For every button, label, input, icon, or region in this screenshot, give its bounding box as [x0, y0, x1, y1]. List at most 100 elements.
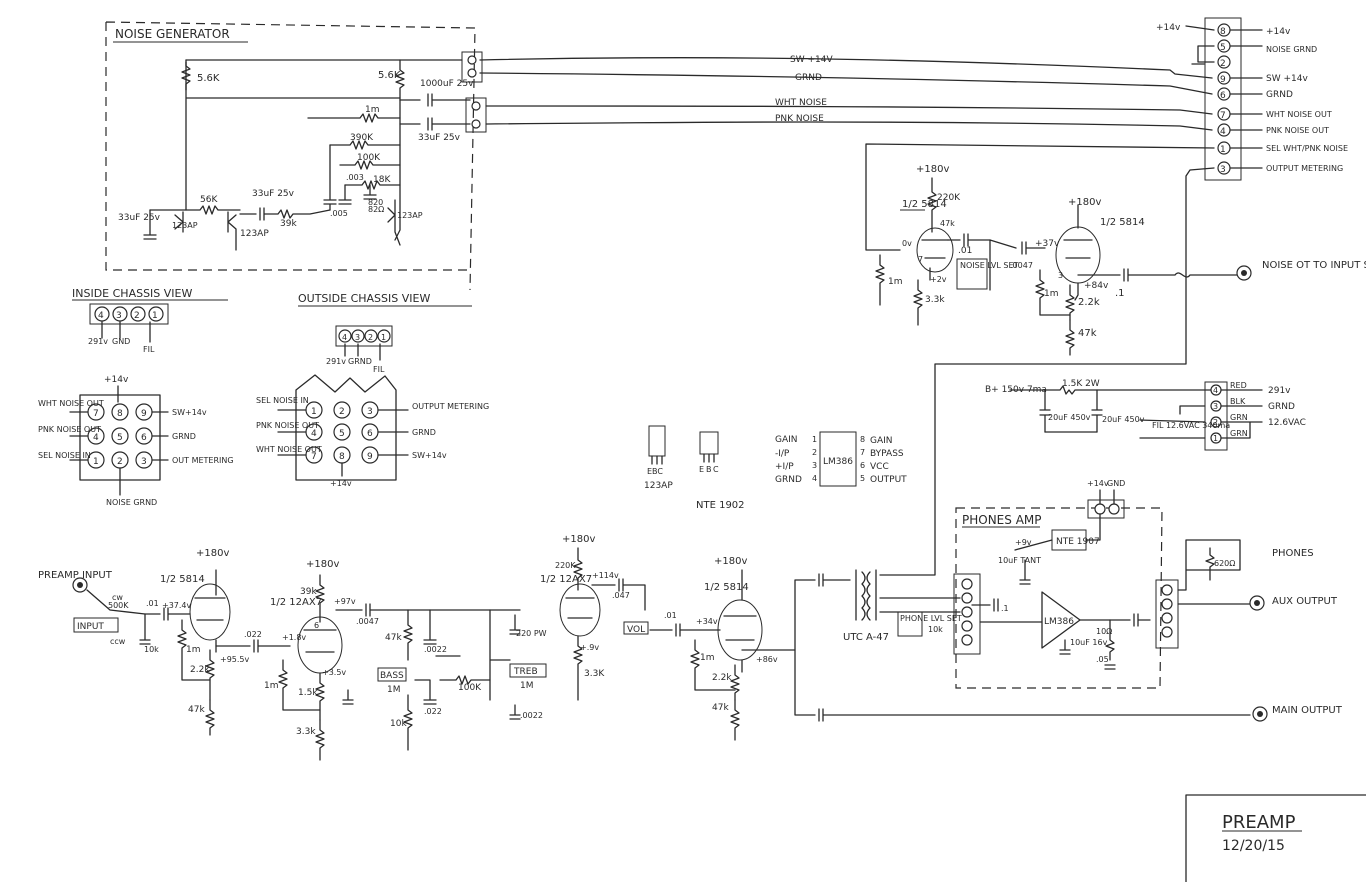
svg-text:+14v: +14v	[1087, 479, 1109, 488]
svg-text:8: 8	[339, 452, 345, 462]
svg-text:+1.8v: +1.8v	[282, 633, 306, 642]
svg-text:6: 6	[314, 621, 319, 630]
svg-text:+180v: +180v	[714, 556, 747, 567]
volume-pot[interactable]	[623, 621, 649, 635]
svg-text:9: 9	[141, 409, 147, 419]
svg-text:4: 4	[342, 333, 347, 342]
svg-text:.01: .01	[958, 246, 972, 256]
svg-text:+34v: +34v	[696, 617, 718, 626]
svg-text:1.5K 2W: 1.5K 2W	[1062, 379, 1100, 389]
input-pot[interactable]	[73, 617, 119, 633]
svg-text:6: 6	[367, 429, 373, 439]
svg-text:+180v: +180v	[916, 164, 949, 175]
power-section: B+ 150v 7ma 1.5K 2W 20uF 450v 20uF 450v …	[985, 379, 1306, 451]
svg-text:PNK NOISE OUT: PNK NOISE OUT	[38, 425, 101, 434]
svg-text:1: 1	[381, 333, 386, 342]
svg-text:3: 3	[116, 311, 122, 321]
svg-text:9: 9	[1220, 75, 1226, 85]
svg-text:33uF 25v: 33uF 25v	[252, 189, 295, 199]
svg-text:AUX OUTPUT: AUX OUTPUT	[1272, 596, 1338, 607]
svg-text:+.9v: +.9v	[580, 643, 599, 652]
svg-text:NOISE OT TO INPUT SEL POS 11: NOISE OT TO INPUT SEL POS 11	[1262, 260, 1366, 271]
svg-text:GRND: GRND	[1268, 402, 1295, 412]
svg-text:82Ω: 82Ω	[368, 205, 384, 214]
svg-text:291v: 291v	[88, 337, 108, 346]
svg-text:33uF 25v: 33uF 25v	[418, 133, 461, 143]
svg-text:WHT NOISE: WHT NOISE	[775, 98, 827, 108]
svg-text:4: 4	[1213, 386, 1218, 395]
svg-text:2: 2	[117, 457, 123, 467]
svg-text:56K: 56K	[200, 195, 218, 205]
svg-text:-I/P: -I/P	[775, 449, 790, 459]
svg-text:UTC A-47: UTC A-47	[843, 632, 889, 643]
preamp-chain: PREAMP INPUT INPUT 500K cw ccw .01 10k 1…	[38, 534, 1343, 761]
svg-text:2: 2	[1213, 418, 1218, 427]
svg-text:390K: 390K	[350, 133, 374, 143]
svg-text:4: 4	[812, 474, 817, 483]
svg-text:2.2k: 2.2k	[190, 665, 210, 675]
svg-text:2: 2	[134, 311, 140, 321]
svg-text:123AP: 123AP	[240, 229, 269, 239]
svg-text:.022: .022	[424, 707, 442, 716]
inside-chassis-view: INSIDE CHASSIS VIEW 4 3 2 1 291v GND FIL	[72, 287, 228, 354]
svg-text:47k: 47k	[1078, 328, 1097, 339]
noise-lvl-set-pot[interactable]	[956, 258, 988, 290]
svg-text:2: 2	[339, 407, 345, 417]
svg-text:7: 7	[1220, 111, 1226, 121]
svg-text:GAIN: GAIN	[775, 435, 798, 445]
svg-text:1: 1	[93, 457, 99, 467]
svg-text:.0047: .0047	[356, 617, 379, 626]
svg-text:+95.5v: +95.5v	[220, 655, 250, 664]
svg-text:1/2 12AX7: 1/2 12AX7	[270, 597, 322, 608]
treble-pot[interactable]	[509, 663, 547, 678]
svg-text:+2v: +2v	[930, 275, 947, 284]
svg-text:1M: 1M	[387, 685, 401, 695]
svg-text:SEL NOISE IN: SEL NOISE IN	[38, 451, 91, 460]
svg-text:VOL: VOL	[627, 625, 645, 635]
svg-text:OUTPUT: OUTPUT	[870, 475, 907, 485]
svg-text:MAIN OUTPUT: MAIN OUTPUT	[1272, 705, 1343, 716]
svg-text:20uF 450v: 20uF 450v	[1048, 413, 1091, 422]
svg-text:LM386: LM386	[1044, 617, 1074, 627]
svg-text:BASS: BASS	[380, 671, 404, 681]
svg-text:100K: 100K	[357, 153, 381, 163]
svg-text:+86v: +86v	[756, 655, 778, 664]
svg-text:BYPASS: BYPASS	[870, 449, 904, 459]
noise-amp: 1/2 5814 1/2 5814 +180v +180v 220K 47k 0…	[875, 164, 1366, 356]
transistor-pinouts: EBC 123AP E B C NTE 1902	[644, 425, 745, 511]
svg-text:7: 7	[311, 452, 317, 462]
phone-lvl-set-pot[interactable]	[897, 611, 923, 637]
svg-text:4: 4	[93, 433, 99, 443]
svg-text:5: 5	[339, 429, 345, 439]
svg-text:123AP: 123AP	[397, 211, 423, 220]
svg-text:3: 3	[355, 333, 360, 342]
svg-text:INPUT: INPUT	[77, 622, 104, 632]
svg-text:+180v: +180v	[562, 534, 595, 545]
svg-text:620Ω: 620Ω	[1214, 559, 1235, 568]
svg-text:1/2 12AX7: 1/2 12AX7	[540, 574, 592, 585]
svg-text:SEL WHT/PNK NOISE: SEL WHT/PNK NOISE	[1266, 144, 1348, 153]
svg-text:.0022: .0022	[424, 645, 447, 654]
svg-text:7: 7	[93, 409, 99, 419]
svg-text:+180v: +180v	[306, 559, 339, 570]
svg-text:cw: cw	[112, 593, 123, 602]
svg-text:1: 1	[812, 435, 817, 444]
svg-text:1000uF 25v: 1000uF 25v	[420, 79, 474, 89]
svg-text:GND: GND	[112, 337, 130, 346]
svg-text:+180v: +180v	[196, 548, 229, 559]
svg-text:NOISE GRND: NOISE GRND	[1266, 45, 1317, 54]
svg-text:3: 3	[1058, 271, 1063, 280]
svg-text:10k: 10k	[928, 625, 943, 634]
title-block: PREAMP 12/20/15	[1185, 794, 1366, 882]
svg-text:NOISE LVL SET: NOISE LVL SET	[960, 261, 1019, 270]
svg-text:1m: 1m	[1044, 289, 1059, 299]
svg-text:.0047: .0047	[1010, 261, 1033, 270]
svg-text:B: B	[706, 465, 712, 474]
svg-text:OUT METERING: OUT METERING	[172, 456, 234, 465]
svg-text:10k: 10k	[390, 719, 407, 729]
svg-text:47k: 47k	[385, 633, 402, 643]
svg-text:.1: .1	[1115, 288, 1125, 299]
svg-text:5: 5	[860, 474, 865, 483]
bass-pot[interactable]	[377, 667, 407, 682]
